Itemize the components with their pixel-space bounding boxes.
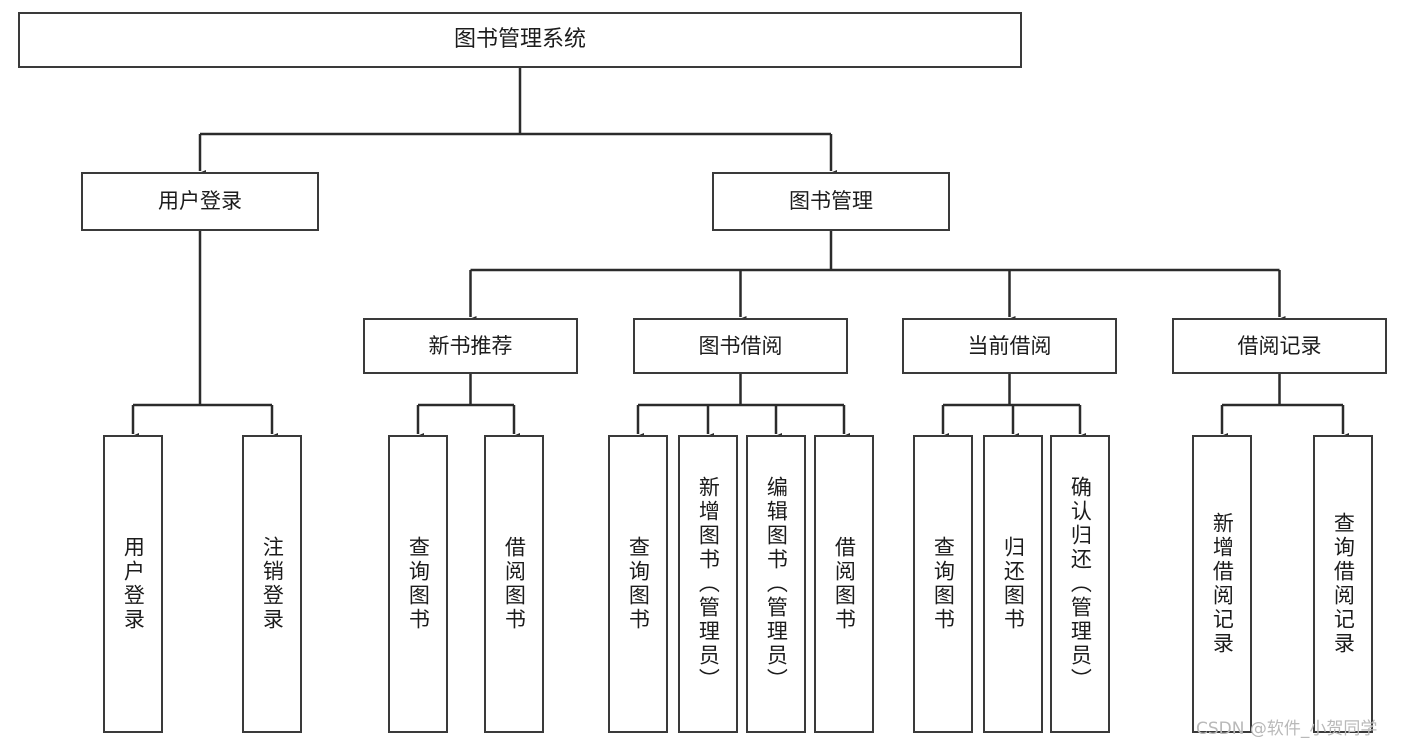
node-label: 注销登录 bbox=[260, 536, 285, 632]
node-label: 编辑图书（管理员） bbox=[764, 476, 789, 692]
watermark-text: CSDN @软件_小贺同学 bbox=[1196, 719, 1378, 739]
node-new-book-recommend[interactable]: 新书推荐 bbox=[363, 318, 578, 374]
node-label: 新书推荐 bbox=[428, 333, 513, 358]
node-label: 查询图书 bbox=[406, 536, 431, 632]
node-label: 用户登录 bbox=[158, 189, 242, 214]
node-label: 借阅图书 bbox=[832, 536, 857, 632]
node-label: 当前借阅 bbox=[967, 333, 1052, 358]
node-label: 借阅图书 bbox=[502, 536, 527, 632]
node-leaf-add-record[interactable]: 新增借阅记录 bbox=[1192, 435, 1252, 733]
node-label: 查询图书 bbox=[626, 536, 651, 632]
node-label: 归还图书 bbox=[1001, 536, 1026, 632]
node-label: 确认归还（管理员） bbox=[1068, 476, 1093, 692]
node-current-borrow[interactable]: 当前借阅 bbox=[902, 318, 1117, 374]
node-user-login[interactable]: 用户登录 bbox=[81, 172, 319, 231]
node-book-manage[interactable]: 图书管理 bbox=[712, 172, 950, 231]
node-leaf-user-login[interactable]: 用户登录 bbox=[103, 435, 163, 733]
node-leaf-confirm-return[interactable]: 确认归还（管理员） bbox=[1050, 435, 1110, 733]
node-leaf-query-book-current[interactable]: 查询图书 bbox=[913, 435, 973, 733]
node-leaf-add-book[interactable]: 新增图书（管理员） bbox=[678, 435, 738, 733]
node-label: 查询借阅记录 bbox=[1331, 512, 1356, 656]
node-leaf-return-book[interactable]: 归还图书 bbox=[983, 435, 1043, 733]
node-label: 新增图书（管理员） bbox=[696, 476, 721, 692]
node-borrow-record[interactable]: 借阅记录 bbox=[1172, 318, 1387, 374]
node-leaf-borrow-book[interactable]: 借阅图书 bbox=[814, 435, 874, 733]
node-root[interactable]: 图书管理系统 bbox=[18, 12, 1022, 68]
edge-group bbox=[127, 68, 1349, 443]
node-leaf-query-book-borrow[interactable]: 查询图书 bbox=[608, 435, 668, 733]
node-leaf-edit-book[interactable]: 编辑图书（管理员） bbox=[746, 435, 806, 733]
node-label: 查询图书 bbox=[931, 536, 956, 632]
node-label: 借阅记录 bbox=[1237, 333, 1322, 358]
node-leaf-borrow-book-recommend[interactable]: 借阅图书 bbox=[484, 435, 544, 733]
node-leaf-query-book-recommend[interactable]: 查询图书 bbox=[388, 435, 448, 733]
node-label: 图书管理 bbox=[789, 189, 873, 214]
node-book-borrow[interactable]: 图书借阅 bbox=[633, 318, 848, 374]
node-label: 用户登录 bbox=[121, 536, 146, 632]
node-leaf-query-record[interactable]: 查询借阅记录 bbox=[1313, 435, 1373, 733]
node-label: 新增借阅记录 bbox=[1210, 512, 1235, 656]
node-label: 图书借阅 bbox=[698, 333, 783, 358]
node-leaf-user-logout[interactable]: 注销登录 bbox=[242, 435, 302, 733]
node-label: 图书管理系统 bbox=[453, 27, 586, 53]
